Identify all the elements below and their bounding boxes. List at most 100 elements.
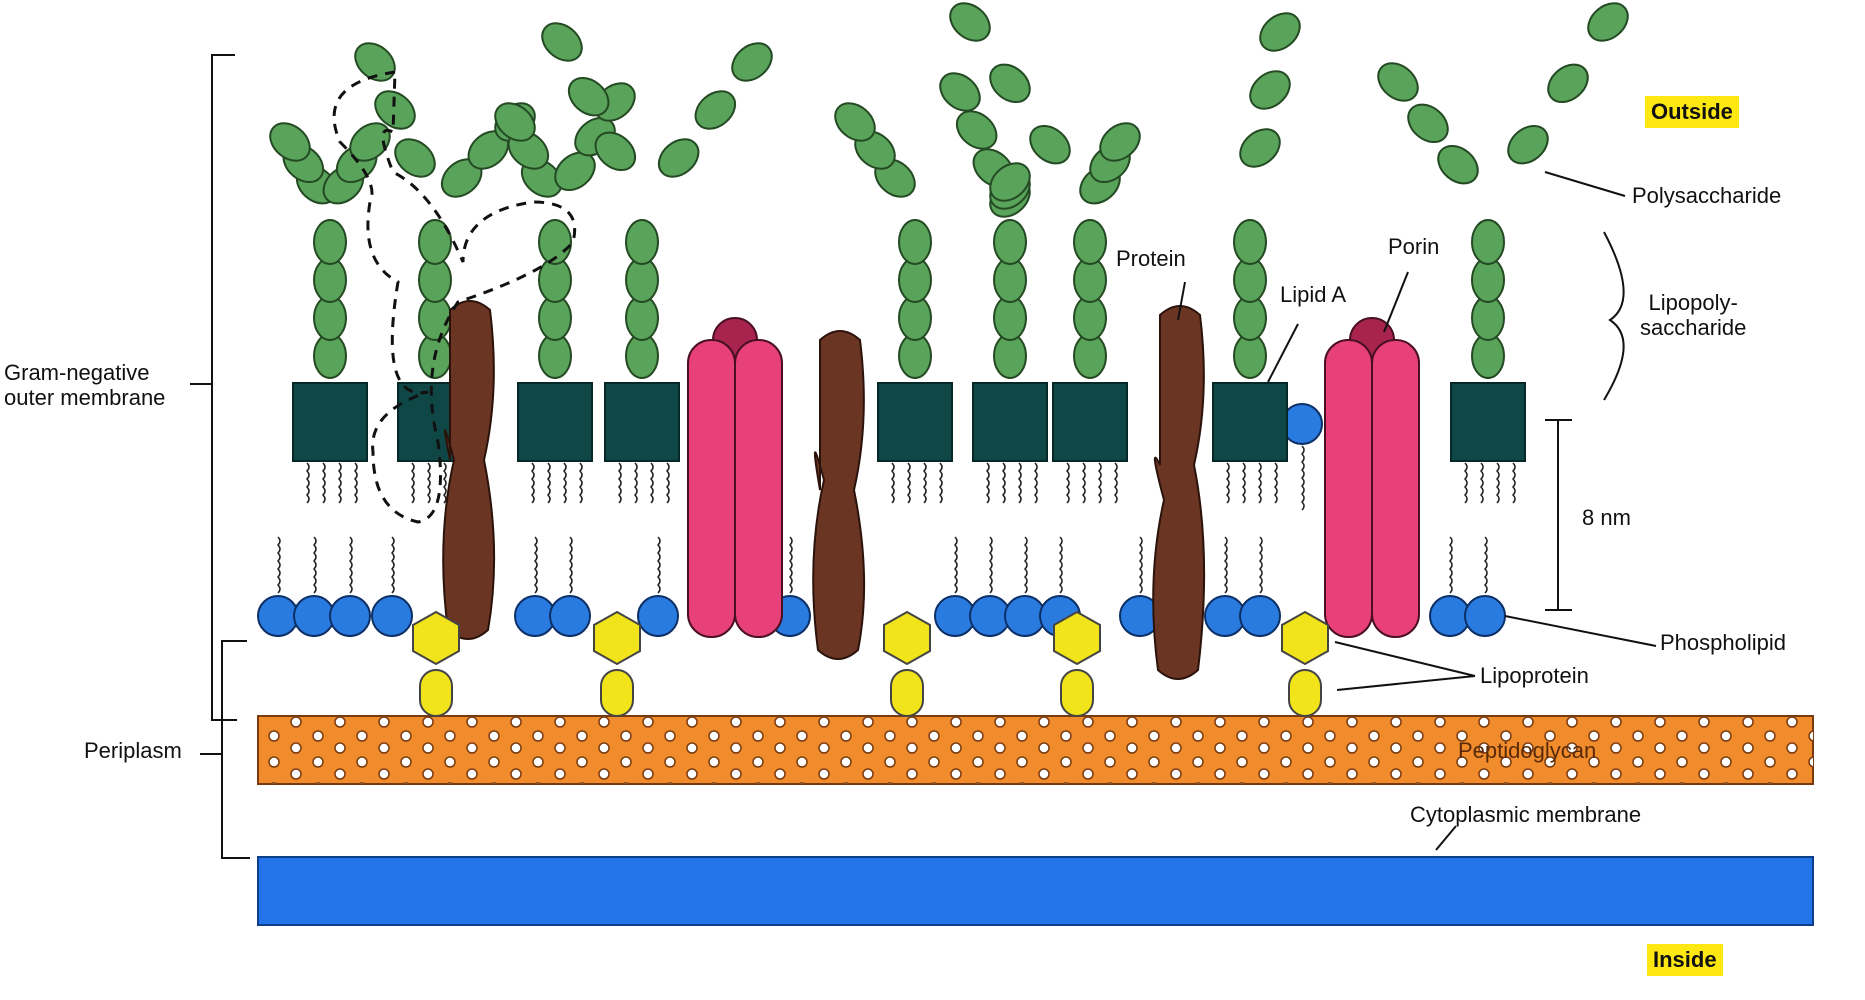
sugar-unit [1407,103,1449,144]
phospholipid-tail [568,536,573,594]
phospholipid-head [371,595,413,637]
porin-label: Porin [1388,234,1440,259]
porin-barrel [1371,339,1420,638]
sugar-unit [313,219,347,265]
scale-bar [1545,419,1572,611]
lipid-a-tail [578,462,583,504]
lipid-a-tail [1065,462,1070,504]
lipid-a-block [1212,382,1288,462]
cytoplasmic-membrane-band [257,856,1814,926]
lipid-a-tail [353,462,358,504]
sugar-unit [993,219,1027,265]
sugar-unit [834,102,876,142]
lipid-a-tail [1463,462,1468,504]
sugar-unit [418,219,452,265]
phospholipid-tail [312,536,317,594]
phospholipid-tail [656,536,661,594]
phospholipid-head [549,595,591,637]
sugar-unit [898,219,932,265]
lipopolysaccharide-line1: Lipopoly- [1648,290,1738,315]
sugar-unit [554,151,596,192]
lipid-a-tail [1113,462,1118,504]
lipid-a-tail [649,462,654,504]
lipid-a-tail [1257,462,1262,504]
lipid-a-tail [1097,462,1102,504]
lipid-a-tail [985,462,990,504]
sugar-unit [1239,128,1281,168]
sugar-unit [1587,2,1629,42]
sugar-unit [374,90,416,130]
phospholipid-head [293,595,335,637]
protein-label: Protein [1116,246,1186,271]
lipid-a-tail [1001,462,1006,504]
sugar-unit [567,76,610,117]
phospholipid-tail [953,536,958,594]
phospholipid-tail [533,536,538,594]
phospholipid-tail [348,536,353,594]
phospholipid-tail [1448,536,1453,594]
lipid-a-tail [337,462,342,504]
lipid-a-block [604,382,680,462]
lipid-a-tail [426,462,431,504]
outer-membrane-label: Gram-negative outer membrane [4,360,165,411]
peptidoglycan-label: Peptidoglycan [1458,738,1597,763]
sugar-unit [657,138,700,178]
lipoprotein-anchor [419,669,453,717]
lipid-a-tail [530,462,535,504]
sugar-unit [541,22,583,62]
sugar-unit [269,122,311,162]
porin-barrel [734,339,783,638]
cytoplasmic-membrane-leader [1435,825,1457,851]
sugar-unit [1233,219,1267,265]
phospholipid-head [1239,595,1281,637]
lipid-a-block [292,382,368,462]
phospholipid-tail [1138,536,1143,594]
outer-membrane-line2: outer membrane [4,385,166,411]
sugar-unit [494,102,536,142]
porin-barrel [1324,339,1373,638]
lipopolysaccharide-label: Lipopoly- saccharide [1640,290,1746,341]
lipid-a-tail [1033,462,1038,504]
phospholipid-tail [1483,536,1488,594]
sugar-unit [939,72,981,112]
phospholipid-tail [988,536,993,594]
sugar-unit [538,219,572,265]
lipid-a-tail [1273,462,1278,504]
lipid-a-tail [1479,462,1484,504]
membrane-protein [442,300,496,640]
lipid-a-tail [890,462,895,504]
lipid-a-tail [442,462,447,504]
phospholipid-label: Phospholipid [1660,630,1786,655]
lipid-a-label: Lipid A [1280,282,1347,307]
lipid-a-tail [562,462,567,504]
sugar-unit [949,2,991,42]
lpa-brace [1603,231,1625,401]
lipoprotein-hexagon [883,610,931,666]
lipid-a-tail [922,462,927,504]
lipoprotein-leader [1334,641,1476,691]
lipid-a-tail [665,462,670,504]
sugar-unit [1507,124,1549,165]
sugar-unit [1437,144,1479,185]
lipid-a-tail [321,462,326,504]
phospholipid-tail [1223,536,1228,594]
sugar-unit [989,162,1031,202]
lipid-a-tail [1241,462,1246,504]
phospholipid-head [637,595,679,637]
outside-label: Outside [1645,96,1739,128]
lipoprotein-anchor [1060,669,1094,717]
sugar-unit [394,138,436,178]
lipid-a-block [1052,382,1128,462]
lipid-a-tail [410,462,415,504]
sugar-unit [594,131,637,172]
outer-membrane-bracket [211,54,237,721]
lps-dashed-outline [332,70,576,524]
lipoprotein-hexagon [1053,610,1101,666]
lipid-a-block [517,382,593,462]
lipopolysaccharide-line2: saccharide [1640,315,1747,341]
sugar-unit [1377,62,1419,102]
lipid-a-block [972,382,1048,462]
porin-leader [1383,271,1409,333]
sugar-unit [731,42,773,82]
